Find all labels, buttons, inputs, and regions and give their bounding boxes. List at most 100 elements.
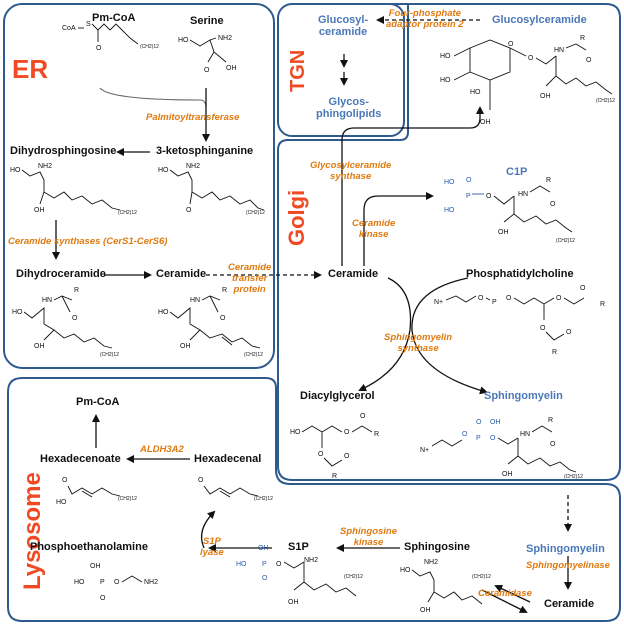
svg-text:O: O — [344, 453, 350, 460]
svg-text:HO: HO — [440, 77, 451, 84]
svg-text:O: O — [100, 595, 106, 602]
glucosylceramide-structure: O HO HO HO OH O HN R O OH (CH2)12 — [440, 35, 615, 126]
svg-text:O: O — [506, 295, 512, 302]
svg-text:OH: OH — [502, 471, 513, 478]
svg-text:O: O — [276, 561, 282, 568]
svg-text:O: O — [62, 477, 68, 484]
svg-text:(CH2)12: (CH2)12 — [246, 210, 265, 216]
sphingosine-structure: HO NH2 OH (CH2)12 — [400, 559, 491, 614]
arrow-cer-to-sphingosine — [494, 584, 531, 603]
enzyme-ceramide-transfer-protein: Ceramide transfer protein — [228, 262, 272, 295]
label-s1p: S1P — [288, 541, 309, 553]
label-hexadecenoate: Hexadecenoate — [40, 453, 121, 465]
arrow-ceramidase-lower — [481, 589, 528, 613]
svg-text:O: O — [550, 201, 556, 208]
label-diacylglycerol: Diacylglycerol — [300, 390, 375, 402]
pm-coa-structure: CoA S O (CH2)12 — [62, 21, 159, 52]
svg-text:R: R — [580, 35, 585, 42]
svg-text:O: O — [114, 579, 120, 586]
arrow-sms-curve-2 — [411, 277, 488, 395]
svg-text:OH: OH — [34, 207, 45, 214]
svg-text:HO: HO — [12, 309, 23, 316]
svg-text:HO: HO — [178, 37, 189, 44]
svg-text:OH: OH — [498, 229, 509, 236]
enzyme-sphingomyelin-synthase: Sphingomyelin synthase — [384, 332, 453, 354]
svg-text:O: O — [486, 193, 492, 200]
label-pm-coa-top: Pm-CoA — [92, 12, 136, 24]
label-sphingosine: Sphingosine — [404, 541, 470, 553]
svg-text:(CH2)12: (CH2)12 — [140, 44, 159, 50]
arrow-cer-to-glccer — [341, 106, 484, 266]
arrow-sms-curve-1 — [358, 277, 412, 392]
svg-text:R: R — [222, 287, 227, 294]
svg-text:NH2: NH2 — [38, 163, 52, 170]
enzyme-ceramide-kinase: Ceramide kinase — [352, 218, 396, 240]
svg-text:N+: N+ — [434, 299, 443, 306]
svg-text:O: O — [476, 419, 482, 426]
svg-text:P: P — [466, 193, 471, 200]
svg-text:N+: N+ — [420, 447, 429, 454]
svg-text:P: P — [476, 435, 481, 442]
enzyme-ceramidase: Ceramidase — [478, 588, 532, 599]
svg-text:O: O — [586, 57, 592, 64]
svg-text:NH2: NH2 — [218, 35, 232, 42]
enzyme-ceramide-synthases: Ceramide synthases (CerS1-CerS6) — [8, 236, 168, 247]
label-glucosylceramide: Glucosylceramide — [492, 14, 587, 26]
label-glucosylceramide-tgn: Glucosyl- ceramide — [318, 14, 369, 38]
svg-text:O: O — [198, 477, 204, 484]
label-phosphatidylcholine: Phosphatidylcholine — [466, 268, 574, 280]
svg-text:HO: HO — [158, 167, 169, 174]
label-dihydrosphingosine: Dihydrosphingosine — [10, 145, 117, 157]
svg-text:(CH2)12: (CH2)12 — [254, 496, 273, 502]
svg-text:R: R — [548, 417, 553, 424]
ketosphinganine-structure: HO NH2 O (CH2)12 — [158, 163, 265, 216]
svg-text:OH: OH — [226, 65, 237, 72]
label-ceramide-golgi: Ceramide — [328, 268, 379, 280]
svg-text:HO: HO — [74, 579, 85, 586]
label-pm-coa-lys: Pm-CoA — [76, 396, 120, 408]
svg-text:OH: OH — [540, 93, 551, 100]
label-ceramide-lys: Ceramide — [544, 598, 595, 610]
enzyme-fapp2: Four-phosphate adaptor protein 2 — [386, 8, 464, 30]
svg-text:HO: HO — [236, 561, 247, 568]
svg-text:OH: OH — [480, 119, 491, 126]
dihydroceramide-structure: HN R O HO OH (CH2)12 — [12, 287, 119, 358]
svg-text:O: O — [220, 315, 226, 322]
dihydrosphingosine-structure: HO NH2 OH (CH2)12 — [10, 163, 137, 216]
golgi-label: Golgi — [284, 190, 309, 246]
label-sphingomyelin-golgi: Sphingomyelin — [484, 390, 563, 402]
svg-text:OH: OH — [90, 563, 101, 570]
c1p-structure: HO P O HO O HN R O OH (CH2)12 — [444, 177, 575, 244]
enzyme-sphingomyelinase: Sphingomyelinase — [526, 560, 610, 571]
er-compartment — [3, 3, 275, 369]
svg-text:NH2: NH2 — [144, 579, 158, 586]
arrow-pmcoa-to-ketosphinganine — [99, 87, 207, 112]
svg-text:O: O — [344, 429, 350, 436]
svg-text:CoA: CoA — [62, 25, 76, 32]
svg-text:HO: HO — [290, 429, 301, 436]
svg-text:O: O — [318, 451, 324, 458]
svg-text:(CH2)12: (CH2)12 — [244, 352, 263, 358]
svg-text:(CH2)12: (CH2)12 — [118, 496, 137, 502]
hexadecenoate-structure: O HO (CH2)12 — [56, 477, 137, 506]
svg-text:OH: OH — [490, 419, 501, 426]
svg-text:NH2: NH2 — [304, 557, 318, 564]
label-c1p: C1P — [506, 166, 528, 178]
label-ketosphinganine: 3-ketosphinganine — [156, 145, 254, 157]
svg-text:R: R — [552, 349, 557, 356]
svg-text:HN: HN — [190, 297, 200, 304]
svg-text:NH2: NH2 — [424, 559, 438, 566]
svg-text:HO: HO — [10, 167, 21, 174]
svg-text:O: O — [508, 41, 514, 48]
svg-text:O: O — [540, 325, 546, 332]
svg-text:R: R — [546, 177, 551, 184]
svg-text:R: R — [332, 473, 337, 480]
lysosome-label: Lysosome — [19, 472, 46, 590]
label-hexadecenal: Hexadecenal — [194, 453, 262, 465]
svg-text:O: O — [466, 177, 472, 184]
ceramide-er-structure: HN R O HO OH (CH2)12 — [158, 287, 263, 358]
svg-text:O: O — [566, 329, 572, 336]
svg-text:P: P — [262, 561, 267, 568]
